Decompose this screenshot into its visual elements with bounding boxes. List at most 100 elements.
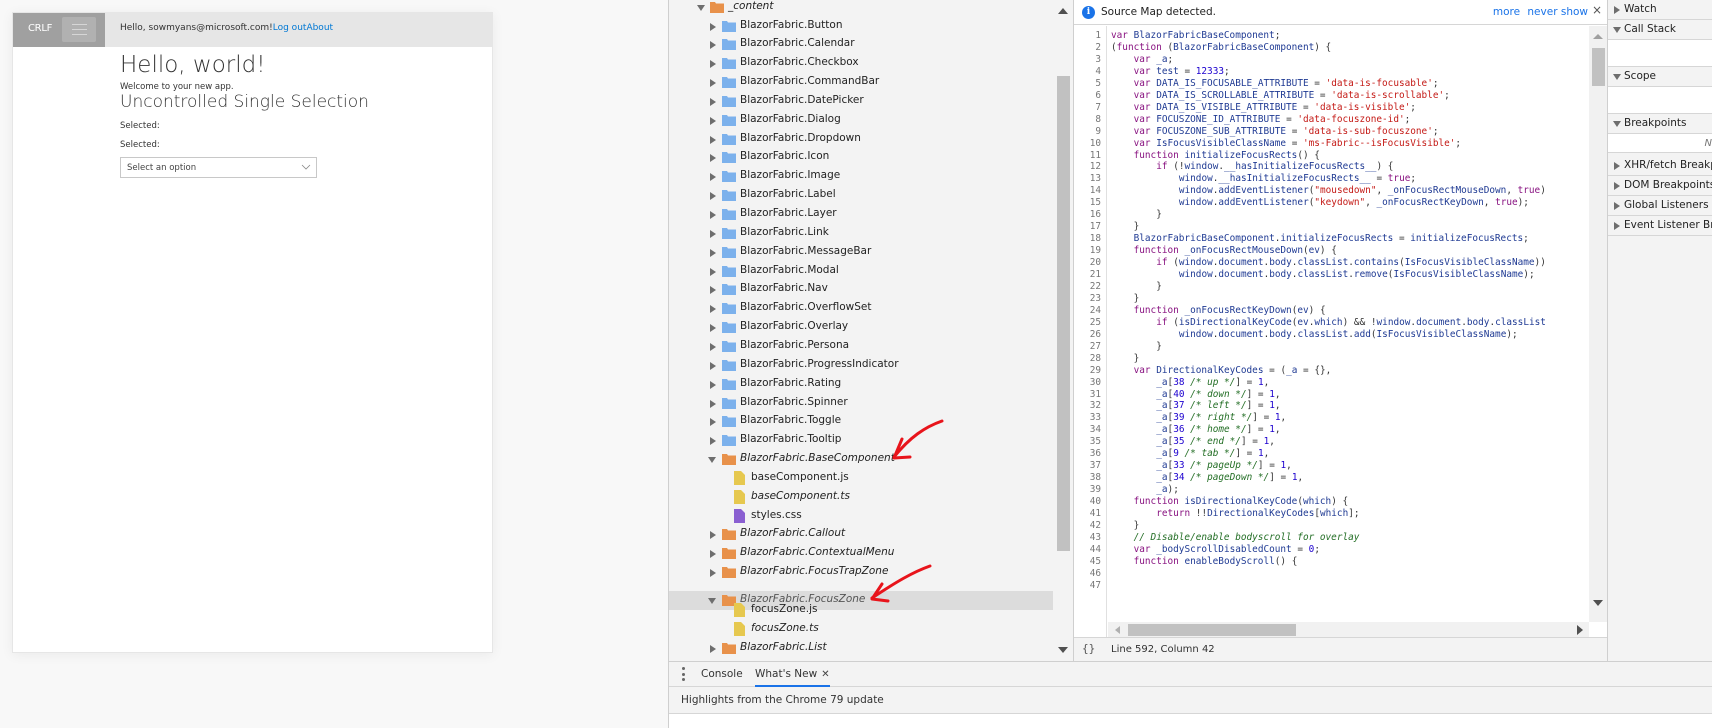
line-number[interactable]: 45	[1089, 555, 1101, 567]
sidebar-pane-watch[interactable]: Watch	[1608, 0, 1712, 20]
expand-triangle-icon[interactable]	[710, 399, 716, 408]
line-number[interactable]: 11	[1089, 149, 1101, 161]
line-number[interactable]: 33	[1089, 412, 1101, 424]
line-number[interactable]: 2	[1095, 41, 1101, 53]
line-number[interactable]: 12	[1089, 161, 1101, 173]
code-line[interactable]: 47	[1074, 579, 1594, 592]
sidebar-pane-xhr-fetch-breakpoints[interactable]: XHR/fetch Breakpoints	[1608, 156, 1712, 176]
line-number[interactable]: 39	[1089, 484, 1101, 496]
expand-triangle-icon[interactable]	[710, 229, 716, 238]
expand-triangle-icon[interactable]	[710, 305, 716, 314]
code-line[interactable]: 45 function enableBodyScroll() {	[1074, 555, 1594, 568]
tree-folder[interactable]: BlazorFabric.Calendar	[669, 35, 1053, 54]
tree-folder[interactable]: BlazorFabric.Image	[669, 167, 1053, 186]
tree-folder[interactable]: BlazorFabric.DatePicker	[669, 92, 1053, 111]
tree-file[interactable]: baseComponent.js	[669, 469, 1053, 488]
code-line[interactable]: 20 if (window.document.body.classList.co…	[1074, 256, 1594, 269]
line-number[interactable]: 3	[1095, 53, 1101, 65]
code-line[interactable]: 9 var FOCUSZONE_SUB_ATTRIBUTE = 'data-is…	[1074, 125, 1594, 138]
line-number[interactable]: 14	[1089, 185, 1101, 197]
scroll-up-arrow-icon[interactable]	[1058, 8, 1068, 14]
tree-folder[interactable]: BlazorFabric.Spinner	[669, 394, 1053, 413]
expand-triangle-icon[interactable]	[710, 211, 716, 219]
tree-folder[interactable]: BlazorFabric.MessageBar	[669, 243, 1053, 262]
expand-triangle-icon[interactable]	[710, 324, 716, 333]
line-number[interactable]: 41	[1089, 508, 1101, 519]
code-line[interactable]: 11 function initializeFocusRects() {	[1074, 149, 1594, 162]
scrollbar-thumb[interactable]	[1128, 624, 1296, 636]
code-line[interactable]: 24 function _onFocusRectKeyDown(ev) {	[1074, 304, 1594, 317]
about-link[interactable]: About	[306, 23, 334, 33]
scroll-down-arrow-icon[interactable]	[1058, 647, 1068, 653]
line-number[interactable]: 21	[1089, 269, 1101, 280]
code-line[interactable]: 46	[1074, 567, 1594, 580]
tree-file[interactable]: focusZone.ts	[669, 620, 1053, 639]
code-line[interactable]: 12 if (!window.__hasInitializeFocusRects…	[1074, 160, 1594, 173]
code-line[interactable]: 28 }	[1074, 352, 1594, 365]
code-line[interactable]: 35 _a[35 /* end */] = 1,	[1074, 435, 1594, 448]
line-number[interactable]: 40	[1089, 496, 1101, 508]
tree-folder[interactable]: BlazorFabric.Callout	[669, 525, 1053, 544]
code-line[interactable]: 7 var DATA_IS_VISIBLE_ATTRIBUTE = 'data-…	[1074, 101, 1594, 114]
code-line[interactable]: 4 var test = 12333;	[1074, 65, 1594, 78]
line-number[interactable]: 27	[1089, 340, 1101, 352]
close-tab-icon[interactable]: ✕	[821, 669, 830, 680]
tree-file[interactable]: baseComponent.ts	[669, 488, 1053, 507]
scroll-down-arrow-icon[interactable]	[1593, 600, 1603, 606]
code-line[interactable]: 32 _a[37 /* left */] = 1,	[1074, 399, 1594, 412]
expand-triangle-icon[interactable]	[710, 531, 716, 540]
expand-triangle-icon[interactable]	[710, 79, 716, 88]
expand-triangle-icon[interactable]	[710, 418, 716, 427]
line-number[interactable]: 13	[1089, 173, 1101, 185]
close-icon[interactable]: ×	[1591, 3, 1602, 17]
tree-file[interactable]: styles.css	[669, 507, 1053, 526]
tree-folder[interactable]: BlazorFabric.Checkbox	[669, 54, 1053, 73]
line-number[interactable]: 4	[1095, 65, 1101, 77]
sidebar-pane-scope[interactable]: Scope	[1608, 67, 1712, 87]
line-number[interactable]: 17	[1089, 221, 1101, 233]
scroll-up-arrow-icon[interactable]	[1593, 34, 1603, 39]
logout-link[interactable]: Log out	[272, 23, 307, 33]
code-line[interactable]: 16 }	[1074, 208, 1594, 221]
expand-triangle-icon[interactable]	[710, 116, 716, 125]
line-number[interactable]: 29	[1089, 364, 1101, 376]
code-line[interactable]: 22 }	[1074, 280, 1594, 293]
tab-whats-new[interactable]: What's New✕	[755, 668, 830, 687]
code-line[interactable]: 2(function (BlazorFabricBaseComponent) {	[1074, 41, 1594, 54]
line-number[interactable]: 36	[1089, 448, 1101, 460]
sidebar-pane-call-stack[interactable]: Call Stack	[1608, 20, 1712, 40]
line-number[interactable]: 10	[1089, 137, 1101, 149]
tree-folder[interactable]: BlazorFabric.BaseComponent	[669, 450, 1053, 469]
tree-folder[interactable]: BlazorFabric.Rating	[669, 375, 1053, 394]
line-number[interactable]: 47	[1089, 579, 1101, 591]
code-line[interactable]: 19 function _onFocusRectMouseDown(ev) {	[1074, 244, 1594, 257]
more-tools-icon[interactable]	[682, 667, 685, 681]
expand-triangle-icon[interactable]	[710, 192, 716, 201]
line-number[interactable]: 37	[1089, 460, 1101, 472]
code-vertical-scrollbar[interactable]	[1589, 26, 1608, 622]
code-line[interactable]: 14 window.addEventListener("mousedown", …	[1074, 184, 1594, 197]
line-number[interactable]: 16	[1089, 209, 1101, 221]
code-line[interactable]: 6 var DATA_IS_SCROLLABLE_ATTRIBUTE = 'da…	[1074, 89, 1594, 102]
code-line[interactable]: 40 function isDirectionalKeyCode(which) …	[1074, 495, 1594, 508]
tree-folder[interactable]: BlazorFabric.Button	[669, 17, 1053, 36]
expand-triangle-icon[interactable]	[710, 380, 716, 389]
line-number[interactable]: 44	[1089, 543, 1101, 555]
expand-triangle-icon[interactable]	[710, 173, 716, 182]
code-line[interactable]: 23 }	[1074, 292, 1594, 305]
line-number[interactable]: 5	[1095, 77, 1101, 89]
code-line[interactable]: 38 _a[34 /* pageDown */] = 1,	[1074, 471, 1594, 484]
more-link[interactable]: more	[1492, 6, 1521, 18]
expand-triangle-icon[interactable]	[710, 550, 716, 559]
expand-triangle-icon[interactable]	[710, 286, 716, 295]
expand-triangle-icon[interactable]	[710, 644, 716, 653]
line-number[interactable]: 46	[1089, 567, 1101, 579]
line-number[interactable]: 25	[1089, 316, 1101, 328]
tree-folder[interactable]: BlazorFabric.Modal	[669, 262, 1053, 281]
collapse-triangle-icon[interactable]	[1613, 121, 1621, 127]
tree-folder[interactable]: BlazorFabric.Nav	[669, 280, 1053, 299]
line-number[interactable]: 24	[1089, 304, 1101, 316]
expand-triangle-icon[interactable]	[710, 342, 716, 351]
code-line[interactable]: 44 var _bodyScrollDisabledCount = 0;	[1074, 543, 1594, 556]
scroll-right-arrow-icon[interactable]	[1577, 625, 1583, 635]
